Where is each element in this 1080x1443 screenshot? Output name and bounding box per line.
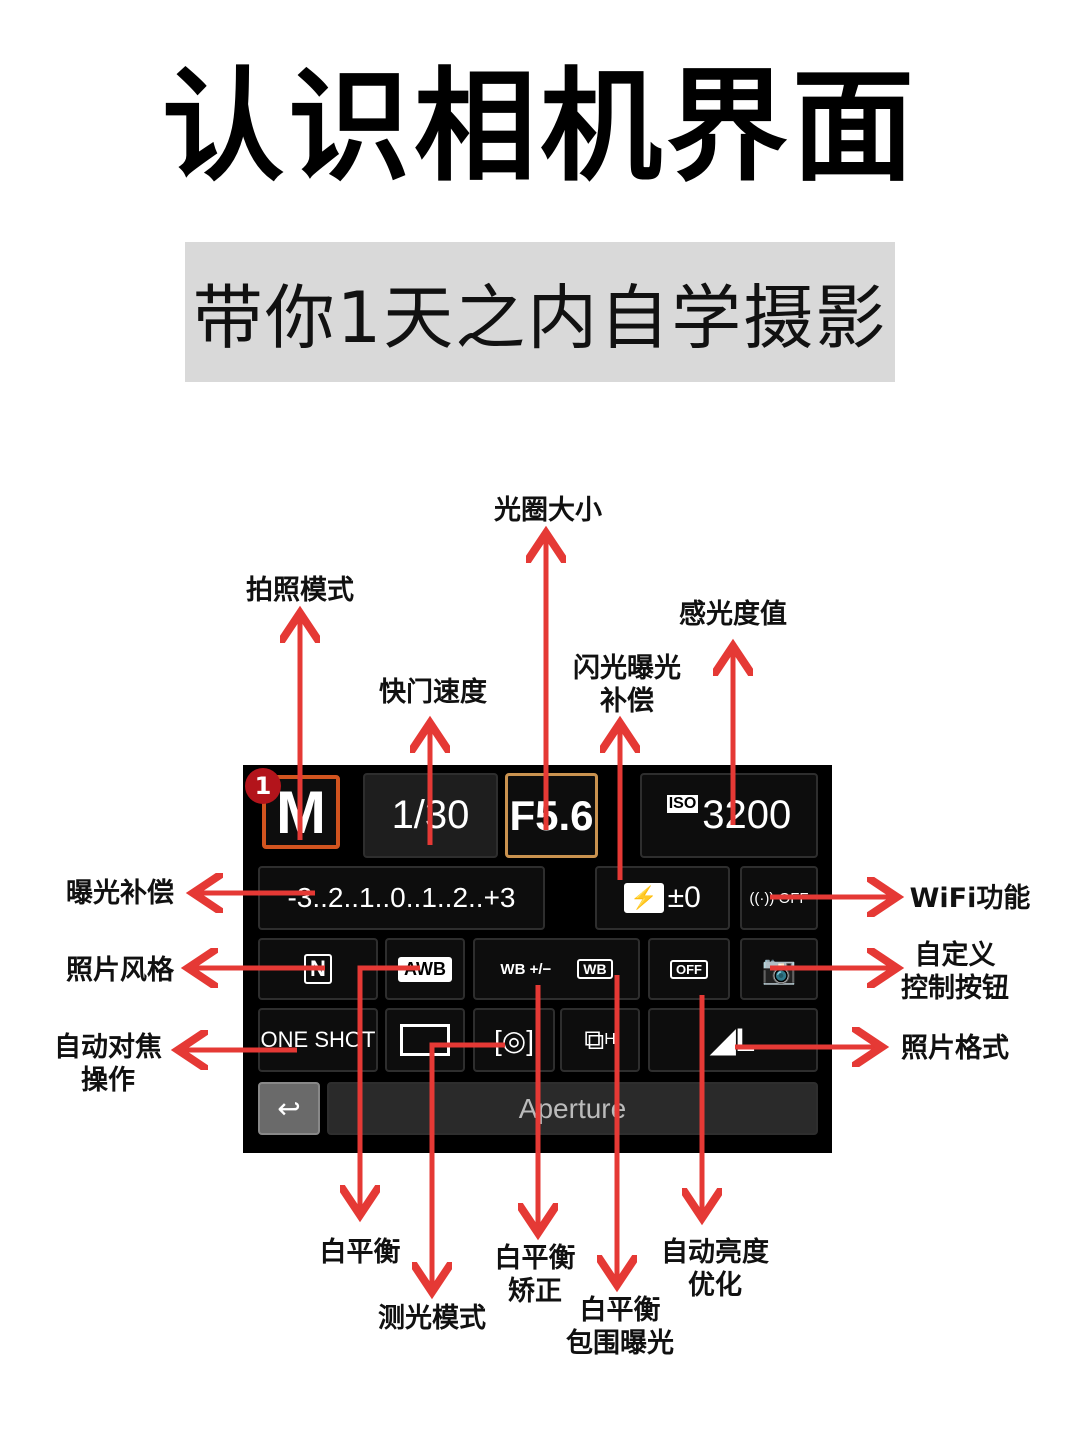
aperture-cell[interactable]: F5.6 [505, 773, 598, 858]
label-image-quality: 照片格式 [901, 1033, 1009, 1064]
label-shutter: 快门速度 [379, 677, 487, 708]
wb-shift-bracket-cell[interactable]: WB +/− WB [473, 938, 640, 1000]
label-line: 自定义 [914, 940, 996, 971]
label-custom-controls: 自定义控制按钮 [901, 939, 1009, 1005]
label-line: 自动对焦 [54, 1032, 162, 1063]
return-icon: ↩ [277, 1093, 301, 1124]
label-wifi: WiFi功能 [909, 883, 1031, 914]
label-line: 补偿 [600, 686, 654, 717]
label-line: 自动亮度 [661, 1237, 769, 1268]
auto-lighting-cell[interactable]: OFF [648, 938, 730, 1000]
wb-bracket-icon: WB [577, 959, 613, 979]
label-white-balance: 白平衡 [319, 1237, 401, 1268]
label-auto-lighting: 自动亮度优化 [661, 1236, 769, 1302]
af-point-icon [400, 1024, 450, 1056]
subtitle-banner: 带你1天之内自学摄影 [185, 242, 895, 382]
step-badge: 1 [245, 768, 281, 804]
exposure-comp-cell[interactable]: -3..2..1..0..1..2..+3 [258, 866, 545, 930]
label-line: 控制按钮 [901, 973, 1009, 1004]
label-af-operation: 自动对焦操作 [54, 1031, 162, 1097]
metering-cell[interactable]: [◎] [473, 1008, 555, 1072]
label-flash-comp: 闪光曝光补偿 [573, 652, 681, 718]
wb-shift-icon: WB +/− [500, 960, 552, 978]
flash-comp-value: ±0 [667, 881, 701, 914]
label-line: 白平衡 [494, 1243, 576, 1274]
quality-icon: ◢ [710, 1022, 736, 1058]
back-button[interactable]: ↩ [258, 1082, 320, 1135]
arrow-white-balance [360, 965, 420, 1210]
af-point-cell[interactable] [385, 1008, 465, 1072]
page-title: 认识相机界面 [162, 56, 918, 198]
drive-mode-cell[interactable]: ⧉H [560, 1008, 640, 1072]
label-metering: 测光模式 [378, 1303, 486, 1334]
label-shooting-mode: 拍照模式 [246, 575, 354, 606]
iso-label: ISO [666, 795, 699, 813]
image-quality-cell[interactable]: ◢L [648, 1008, 818, 1072]
alo-icon: OFF [670, 959, 708, 979]
label-exposure-comp: 曝光补偿 [66, 878, 174, 909]
label-line: 操作 [81, 1065, 135, 1096]
label-picture-style: 照片风格 [66, 955, 174, 986]
label-line: 包围曝光 [566, 1328, 674, 1359]
label-wb-correction: 白平衡矫正 [495, 1242, 576, 1308]
label-line: 白平衡 [579, 1295, 661, 1326]
label-line: 优化 [688, 1270, 742, 1301]
arrow-metering [432, 1042, 505, 1287]
subtitle: 带你1天之内自学摄影 [192, 276, 888, 359]
metering-icon: [◎] [494, 1024, 534, 1056]
flash-comp-icon: ⚡ [624, 883, 664, 913]
iso-value: 3200 [702, 793, 792, 837]
label-wb-bracketing: 白平衡包围曝光 [566, 1294, 674, 1360]
label-line: 闪光曝光 [573, 653, 681, 684]
label-line: 矫正 [508, 1276, 562, 1307]
drive-value: H [604, 1031, 616, 1048]
label-iso: 感光度值 [679, 599, 787, 630]
drive-icon: ⧉ [584, 1023, 605, 1055]
label-aperture: 光圈大小 [494, 495, 602, 526]
